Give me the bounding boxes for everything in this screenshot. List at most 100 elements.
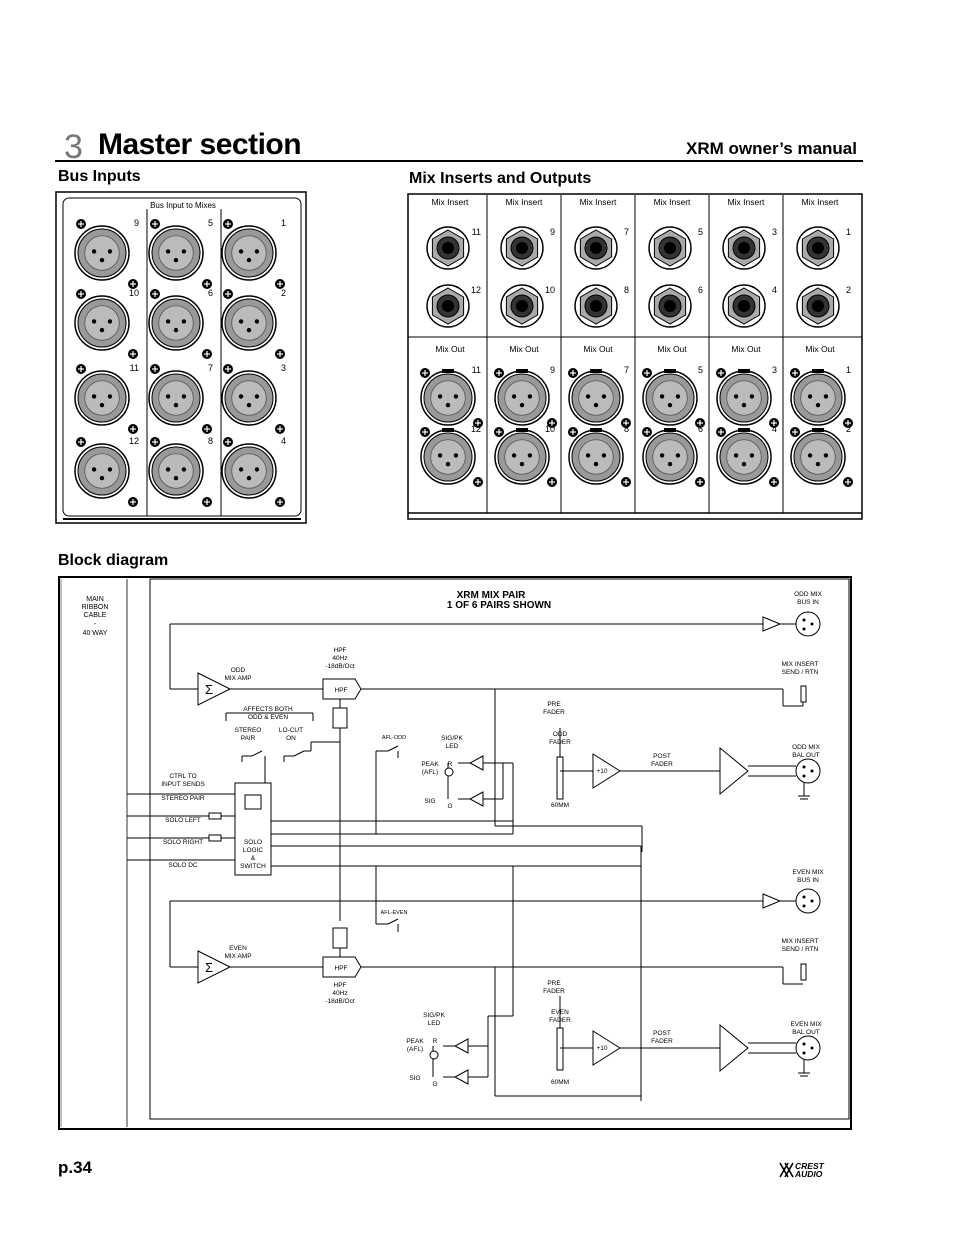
bus-inputs-heading: Bus Inputs bbox=[58, 168, 141, 185]
odd-peak-label: PEAK bbox=[421, 761, 439, 768]
svg-text:1 OF 6 PAIRS SHOWN: 1 OF 6 PAIRS SHOWN bbox=[447, 600, 551, 611]
insert-jack-11[interactable] bbox=[426, 226, 470, 270]
bus-input-connector-10[interactable] bbox=[74, 295, 130, 351]
even-mix-amp-label: EVEN bbox=[229, 945, 247, 952]
mix-out-number: 1 bbox=[846, 365, 851, 375]
stereo-pair-label: STEREO PAIR bbox=[161, 795, 205, 802]
mix-out-number: 8 bbox=[624, 424, 629, 434]
odd-fader-len: 60MM bbox=[551, 802, 569, 809]
odd-pre-fader-label: PRE bbox=[547, 701, 561, 708]
mix-out-connector-8[interactable] bbox=[568, 429, 624, 485]
even-peak-label-2: (AFL) bbox=[407, 1046, 423, 1053]
odd-insert-label: MIX INSERT bbox=[781, 661, 818, 668]
svg-text:XRM MIX PAIR: XRM MIX PAIR bbox=[457, 590, 526, 601]
odd-bus-in-label: ODD MIX bbox=[794, 591, 822, 598]
block-diagram: MAIN RIBBON CABLE - 40 WAY XRM MIX PAIR … bbox=[58, 576, 852, 1130]
insert-jack-3[interactable] bbox=[722, 226, 766, 270]
mix-out-connector-3[interactable] bbox=[716, 370, 772, 426]
odd-r-label: R bbox=[448, 761, 453, 768]
crest-audio-logo: CREST AUDIO bbox=[779, 1161, 825, 1179]
insert-jack-4[interactable] bbox=[722, 284, 766, 328]
bus-input-connector-4[interactable] bbox=[221, 443, 277, 499]
stereo-pair-switch-label: STEREO bbox=[235, 727, 262, 734]
insert-jack-7[interactable] bbox=[574, 226, 618, 270]
mix-out-connector-11[interactable] bbox=[420, 370, 476, 426]
even-fader-label: EVEN bbox=[551, 1009, 569, 1016]
affects-both-label-2: ODD & EVEN bbox=[248, 714, 288, 721]
insert-jack-5[interactable] bbox=[648, 226, 692, 270]
even-fader-label-2: FADER bbox=[549, 1017, 571, 1024]
odd-sig-label: SIG bbox=[424, 798, 435, 805]
bus-input-connector-9[interactable] bbox=[74, 225, 130, 281]
solo-right-label: SOLO RIGHT bbox=[163, 839, 203, 846]
insert-jack-8[interactable] bbox=[574, 284, 618, 328]
chapter-number: 3 bbox=[64, 128, 83, 166]
insert-number: 7 bbox=[624, 227, 629, 237]
mix-out-connector-5[interactable] bbox=[642, 370, 698, 426]
mix-out-connector-1[interactable] bbox=[790, 370, 846, 426]
odd-peak-label-2: (AFL) bbox=[422, 769, 438, 776]
insert-number: 11 bbox=[472, 227, 481, 237]
even-fader-len: 60MM bbox=[551, 1079, 569, 1086]
lo-cut-switch-label-2: ON bbox=[286, 735, 296, 742]
svg-text:CREST: CREST bbox=[795, 1161, 825, 1171]
afl-odd-label: AFL-ODD bbox=[382, 735, 406, 741]
even-sig-label: SIG bbox=[409, 1075, 420, 1082]
mix-insert-label: Mix Insert bbox=[802, 197, 839, 207]
bus-input-connector-8[interactable] bbox=[148, 443, 204, 499]
insert-number: 5 bbox=[698, 227, 703, 237]
odd-bus-in-label-2: BUS IN bbox=[797, 599, 819, 606]
mix-out-connector-7[interactable] bbox=[568, 370, 624, 426]
insert-jack-2[interactable] bbox=[796, 284, 840, 328]
mix-out-connector-6[interactable] bbox=[642, 429, 698, 485]
bus-input-connector-3[interactable] bbox=[221, 370, 277, 426]
mix-inserts-heading: Mix Inserts and Outputs bbox=[409, 170, 592, 187]
insert-number: 10 bbox=[545, 285, 555, 295]
odd-g-label: G bbox=[447, 803, 452, 810]
solo-logic-label-2: LOGIC bbox=[243, 847, 264, 854]
solo-logic-label-4: SWITCH bbox=[240, 863, 266, 870]
bus-input-connector-2[interactable] bbox=[221, 295, 277, 351]
svg-text:AUDIO: AUDIO bbox=[794, 1169, 823, 1179]
mix-out-number: 2 bbox=[846, 424, 851, 434]
mix-out-number: 3 bbox=[772, 365, 777, 375]
mix-out-connector-9[interactable] bbox=[494, 370, 550, 426]
insert-jack-6[interactable] bbox=[648, 284, 692, 328]
manual-title: XRM owner’s manual bbox=[686, 139, 857, 158]
bus-input-number: 3 bbox=[281, 363, 286, 373]
odd-mix-amp-label: ODD bbox=[231, 667, 246, 674]
insert-jack-10[interactable] bbox=[500, 284, 544, 328]
solo-dc-label: SOLO DC bbox=[168, 862, 198, 869]
ctrl-label: CTRL TO bbox=[169, 773, 196, 780]
insert-jack-12[interactable] bbox=[426, 284, 470, 328]
bus-input-connector-1[interactable] bbox=[221, 225, 277, 281]
bus-input-connector-7[interactable] bbox=[148, 370, 204, 426]
odd-mix-amp-label-2: MIX AMP bbox=[224, 675, 251, 682]
mix-out-connector-2[interactable] bbox=[790, 429, 846, 485]
mix-out-number: 7 bbox=[624, 365, 629, 375]
insert-number: 1 bbox=[846, 227, 851, 237]
odd-sigpk-label-2: LED bbox=[446, 743, 459, 750]
mix-out-connector-10[interactable] bbox=[494, 429, 550, 485]
ctrl-label-2: INPUT SENDS bbox=[161, 781, 205, 788]
mix-out-label: Mix Out bbox=[509, 344, 539, 354]
insert-jack-1[interactable] bbox=[796, 226, 840, 270]
insert-number: 2 bbox=[846, 285, 851, 295]
mix-out-connector-12[interactable] bbox=[420, 429, 476, 485]
afl-even-label: AFL-EVEN bbox=[381, 910, 408, 916]
bus-input-number: 4 bbox=[281, 436, 286, 446]
bus-input-connector-5[interactable] bbox=[148, 225, 204, 281]
odd-bal-out-label-2: BAL OUT bbox=[792, 752, 820, 759]
mix-out-connector-4[interactable] bbox=[716, 429, 772, 485]
bus-input-number: 11 bbox=[130, 363, 139, 373]
bus-input-connector-12[interactable] bbox=[74, 443, 130, 499]
mix-out-label: Mix Out bbox=[805, 344, 835, 354]
even-pre-fader-label-2: FADER bbox=[543, 988, 565, 995]
bus-input-connector-6[interactable] bbox=[148, 295, 204, 351]
bus-input-number: 9 bbox=[134, 218, 139, 228]
insert-jack-9[interactable] bbox=[500, 226, 544, 270]
block-diagram-heading: Block diagram bbox=[58, 552, 169, 569]
bus-input-number: 5 bbox=[208, 218, 213, 228]
even-gain-label: +10 bbox=[596, 1045, 607, 1052]
bus-input-connector-11[interactable] bbox=[74, 370, 130, 426]
